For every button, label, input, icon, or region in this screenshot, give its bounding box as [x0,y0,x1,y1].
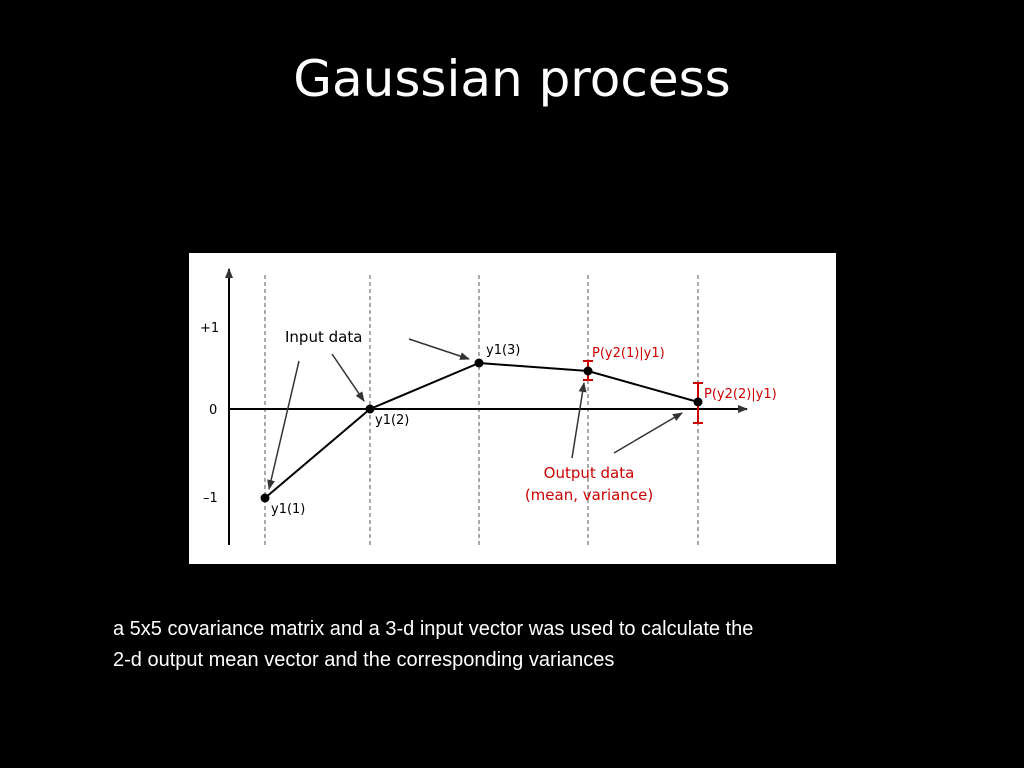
output-arrow-2 [613,412,683,454]
output-arrow-1 [571,382,587,459]
point-y1-1 [260,493,270,503]
output-data-sublabel: (mean, variance) [525,486,653,504]
variance-bars [583,360,703,424]
point-y1-2 [365,404,375,414]
input-arrow-3 [408,338,470,360]
slide-caption: a 5x5 covariance matrix and a 3-d input … [113,614,953,676]
label-y1-2: y1(2) [375,413,409,428]
point-y2-1 [583,366,593,376]
output-data-arrows [571,382,683,459]
input-arrow-2 [331,353,365,402]
label-p-y2-1: P(y2(1)|y1) [592,346,665,361]
slide-title: Gaussian process [293,50,731,108]
input-data-arrows [267,338,470,490]
point-y2-2 [693,397,703,407]
caption-line-1: a 5x5 covariance matrix and a 3-d input … [113,618,754,640]
y-tick-plus-one: +1 [200,321,219,336]
output-data-label: Output data [544,464,635,482]
y-tick-minus-one: –1 [203,491,218,506]
label-y1-3: y1(3) [486,343,520,358]
input-arrow-1 [267,360,300,490]
point-y1-3 [474,358,484,368]
diagram-svg: +1 0 –1 y1(1) y1(2) y1(3) P(y2(1)|y1) P(… [200,268,777,545]
data-points [260,358,703,503]
caption-line-2: 2-d output mean vector and the correspon… [113,649,615,671]
y-tick-zero: 0 [209,403,217,418]
label-y1-1: y1(1) [271,502,305,517]
input-data-label: Input data [285,328,362,346]
gaussian-process-diagram: +1 0 –1 y1(1) y1(2) y1(3) P(y2(1)|y1) P(… [189,253,836,564]
label-p-y2-2: P(y2(2)|y1) [704,387,777,402]
